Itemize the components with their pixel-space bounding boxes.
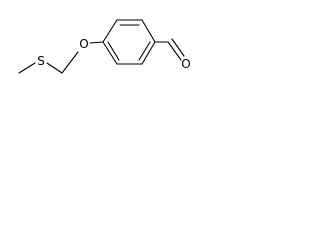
- bond-co-1: [167, 41, 182, 61]
- structure-canvas: S O O: [0, 0, 219, 103]
- bond-co-2: [171, 38, 185, 57]
- ring-double-bond-left: [107, 41, 120, 61]
- bond-o-ring: [89, 41, 104, 44]
- sulfur-atom-label: S: [37, 54, 45, 68]
- bond-methyl-s: [18, 62, 36, 74]
- molecule-diagram: S O O: [18, 19, 191, 74]
- bond-s-ch2: [46, 62, 63, 74]
- bond-ch2-o: [61, 51, 79, 74]
- ether-oxygen-label: O: [79, 37, 88, 51]
- carbonyl-oxygen-label: O: [181, 57, 190, 71]
- benzene-ring: [102, 19, 156, 65]
- ring-double-bond-right: [138, 41, 151, 61]
